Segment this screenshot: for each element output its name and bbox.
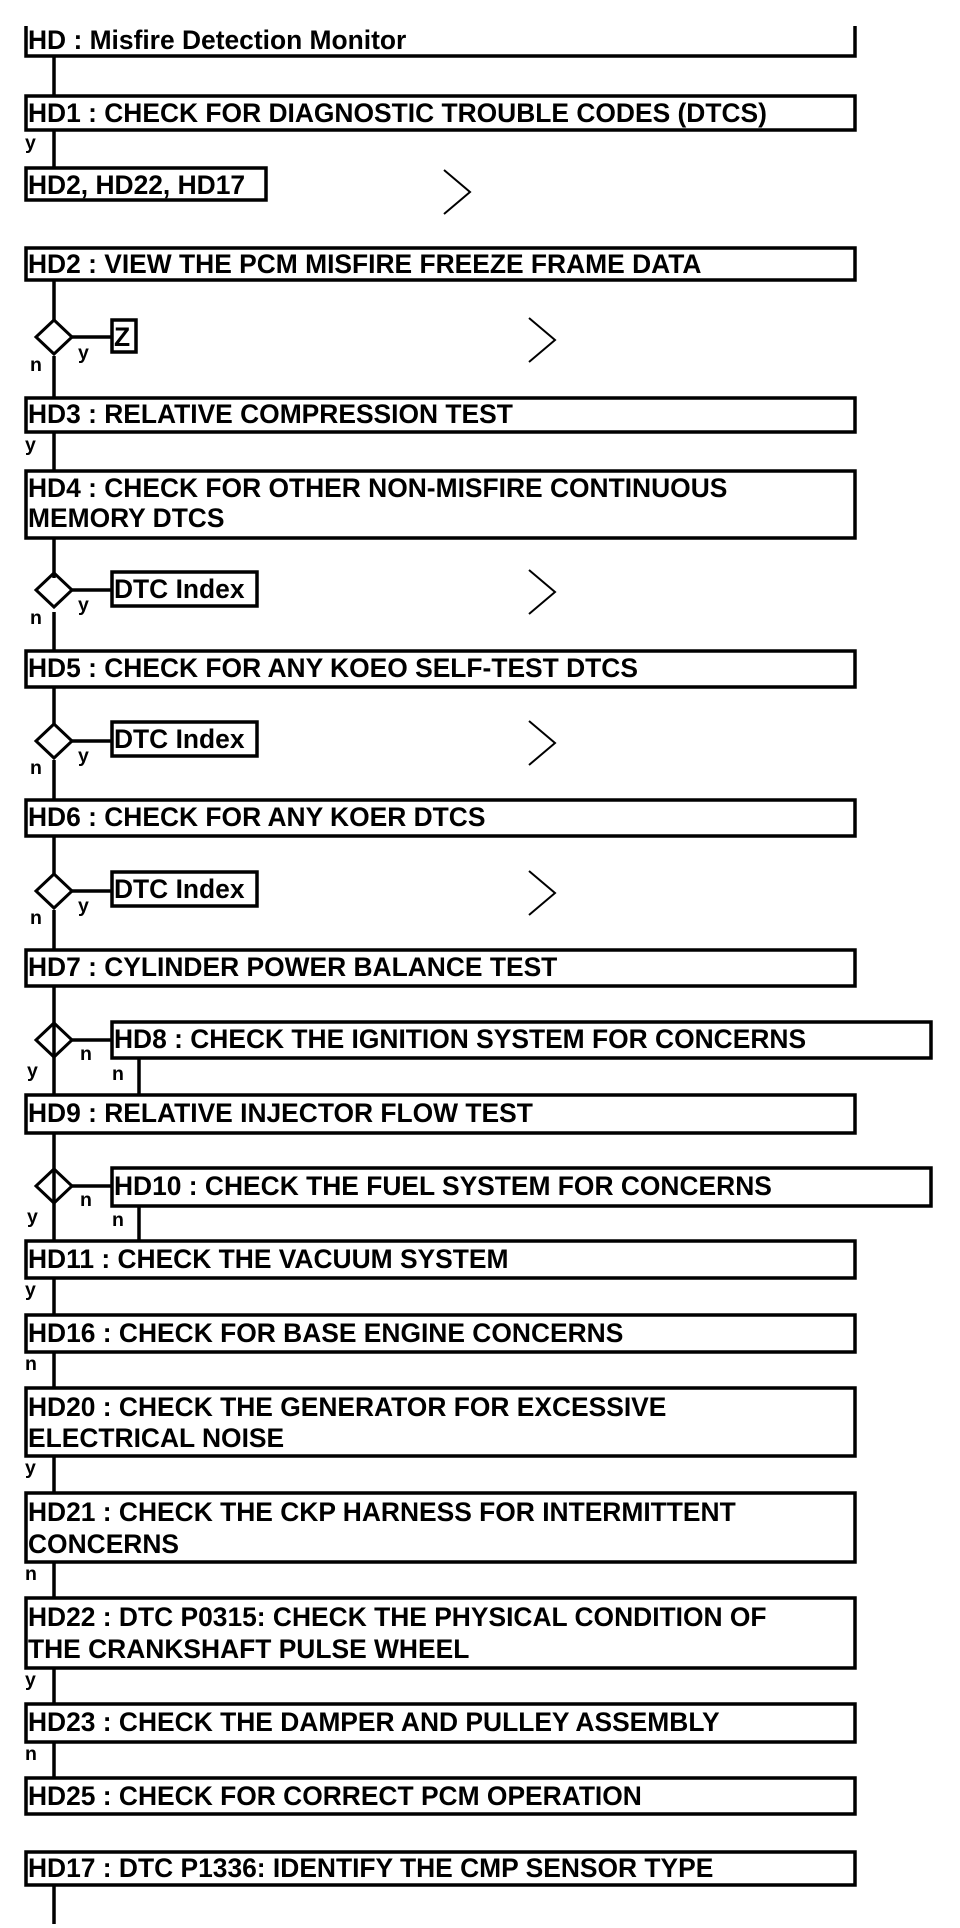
step-text-hd3: HD3 : RELATIVE COMPRESSION TEST [28,399,513,429]
edge-label-yes: y [25,132,36,154]
step-box-hd9 [24,1093,857,1135]
step-box-hd17 [24,1850,857,1887]
step-text-hd25: HD25 : CHECK FOR CORRECT PCM OPERATION [28,1781,642,1811]
decision-diamonds [33,317,75,1206]
step-text-hd5: HD5 : CHECK FOR ANY KOEO SELF-TEST DTCS [28,653,638,683]
step-box-hd10 [110,1166,933,1208]
step-box-hd21 [24,1491,857,1564]
step-text-hd20-line1: HD20 : CHECK THE GENERATOR FOR EXCESSIVE [28,1392,666,1422]
chevron-right-icon [528,569,557,615]
title-text: HD : Misfire Detection Monitor [28,25,406,55]
edge-label-no: n [25,1743,37,1765]
step-text-hd22-line1: HD22 : DTC P0315: CHECK THE PHYSICAL CON… [28,1602,767,1632]
edge-label-no: n [80,1043,92,1065]
step-box-hd23 [24,1702,857,1744]
target-text-hd5-yes: DTC Index [114,724,245,754]
edge-label-no: n [112,1209,124,1231]
target-box-hd5-yes [110,720,259,758]
edge-label-yes: y [27,1060,38,1082]
step-text-hd10: HD10 : CHECK THE FUEL SYSTEM FOR CONCERN… [114,1171,772,1201]
decision-diamond-hd9 [33,1166,75,1206]
target-text-hd2-yes: Z [114,322,130,352]
edge-label-no: n [25,1563,37,1585]
edge-label-no: n [25,1353,37,1375]
target-box-hd1-yes [24,166,268,202]
chevron-right-icon [528,720,557,766]
edge-label-no: n [30,354,42,376]
connector-lines [52,56,141,1924]
step-box-hd7 [24,948,857,988]
target-text-hd6-yes: DTC Index [114,874,245,904]
decision-diamond-hd4 [33,570,75,610]
step-box-hd25 [24,1776,857,1816]
target-box-hd2-yes [110,318,138,354]
title-box [24,26,857,58]
edge-label-yes: y [25,1279,36,1301]
step-box-hd6 [24,798,857,838]
step-text-hd2: HD2 : VIEW THE PCM MISFIRE FREEZE FRAME … [28,249,701,279]
edge-label-yes: y [25,1669,36,1691]
step-box-hd20 [24,1386,857,1458]
target-box-hd4-yes [110,570,259,608]
chevron-right-icon [528,870,557,916]
decision-diamond-hd6 [33,871,75,911]
target-text-hd1-yes: HD2, HD22, HD17 [28,170,245,200]
step-text-hd8: HD8 : CHECK THE IGNITION SYSTEM FOR CONC… [114,1024,806,1054]
chevron-right-icon [443,169,472,215]
edge-label-no: n [112,1063,124,1085]
target-box-hd6-yes [110,870,259,908]
step-box-hd8 [110,1020,933,1060]
target-text-hd4-yes: DTC Index [114,574,245,604]
step-text-hd16: HD16 : CHECK FOR BASE ENGINE CONCERNS [28,1318,623,1348]
step-texts: HD : Misfire Detection Monitor HD1 : CHE… [28,25,806,1883]
decision-diamond-hd2 [33,317,75,357]
edge-label-no: n [80,1189,92,1211]
step-text-hd1: HD1 : CHECK FOR DIAGNOSTIC TROUBLE CODES… [28,98,767,128]
edge-label-yes: y [78,745,89,767]
decision-diamond-hd5 [33,721,75,761]
step-text-hd23: HD23 : CHECK THE DAMPER AND PULLEY ASSEM… [28,1707,720,1737]
chevron-right-icon [528,317,557,363]
step-box-hd16 [24,1313,857,1354]
edge-label-no: n [30,757,42,779]
decision-diamond-hd7 [33,1020,75,1060]
step-text-hd4-line2: MEMORY DTCS [28,503,224,533]
step-boxes [24,26,933,1887]
step-box-hd22 [24,1596,857,1670]
edge-label-yes: y [27,1206,38,1228]
branch-target-texts: HD2, HD22, HD17 Z DTC Index DTC Index DT… [28,170,245,904]
step-text-hd6: HD6 : CHECK FOR ANY KOER DTCS [28,802,485,832]
step-text-hd11: HD11 : CHECK THE VACUUM SYSTEM [28,1244,508,1274]
step-text-hd7: HD7 : CYLINDER POWER BALANCE TEST [28,952,557,982]
edge-label-yes: y [25,1457,36,1479]
step-box-hd1 [24,94,857,132]
edge-label-yes: y [25,434,36,456]
edge-label-yes: y [78,342,89,364]
step-text-hd21-line2: CONCERNS [28,1529,179,1559]
step-text-hd9: HD9 : RELATIVE INJECTOR FLOW TEST [28,1098,533,1128]
step-box-hd3 [24,396,857,434]
goto-chevrons [443,169,557,916]
step-box-hd4 [24,469,857,540]
edge-label-yes: y [78,895,89,917]
step-text-hd17: HD17 : DTC P1336: IDENTIFY THE CMP SENSO… [28,1853,713,1883]
edge-label-no: n [30,607,42,629]
edge-label-yes: y [78,594,89,616]
step-text-hd20-line2: ELECTRICAL NOISE [28,1423,284,1453]
step-box-hd11 [24,1239,857,1280]
step-box-hd2 [24,246,857,282]
step-text-hd4-line1: HD4 : CHECK FOR OTHER NON-MISFIRE CONTIN… [28,473,727,503]
step-text-hd21-line1: HD21 : CHECK THE CKP HARNESS FOR INTERMI… [28,1497,736,1527]
step-text-hd22-line2: THE CRANKSHAFT PULSE WHEEL [28,1634,469,1664]
edge-label-no: n [30,907,42,929]
edge-labels: y y n y y n y n y n n y n n y n y n y n … [25,132,124,1765]
step-box-hd5 [24,649,857,689]
